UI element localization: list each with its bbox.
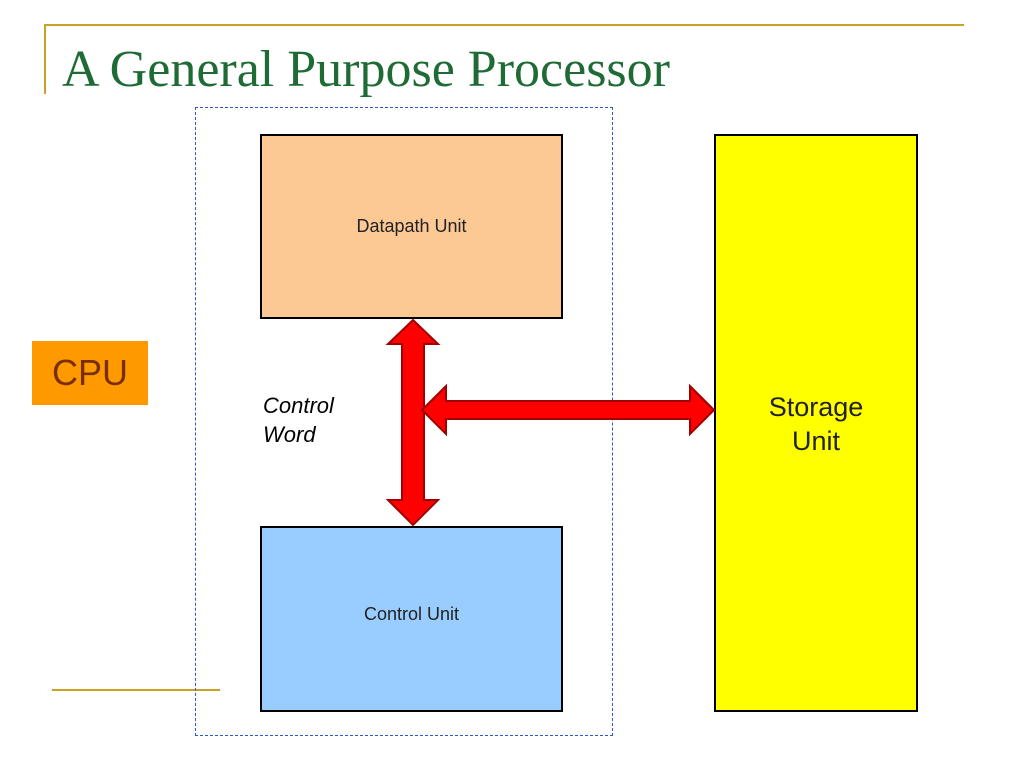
frame-left-rule [44, 24, 46, 94]
storage-unit-label: Storage Unit [768, 392, 864, 456]
frame-bottom-rule [52, 689, 220, 691]
datapath-unit-label: Datapath Unit [356, 216, 467, 236]
datapath-unit-block: Datapath Unit [260, 134, 563, 319]
frame-top-rule [44, 24, 964, 26]
slide-title: A General Purpose Processor [62, 41, 670, 98]
control-word-label: Control Word [263, 393, 334, 447]
cpu-label: CPU [32, 341, 148, 405]
horizontal-bidirectional-arrow [420, 383, 716, 437]
control-unit-block: Control Unit [260, 526, 563, 712]
control-unit-label: Control Unit [363, 603, 460, 624]
storage-unit-block: Storage Unit [714, 134, 918, 712]
vertical-bidirectional-arrow [385, 318, 441, 527]
cpu-boundary [195, 107, 613, 736]
